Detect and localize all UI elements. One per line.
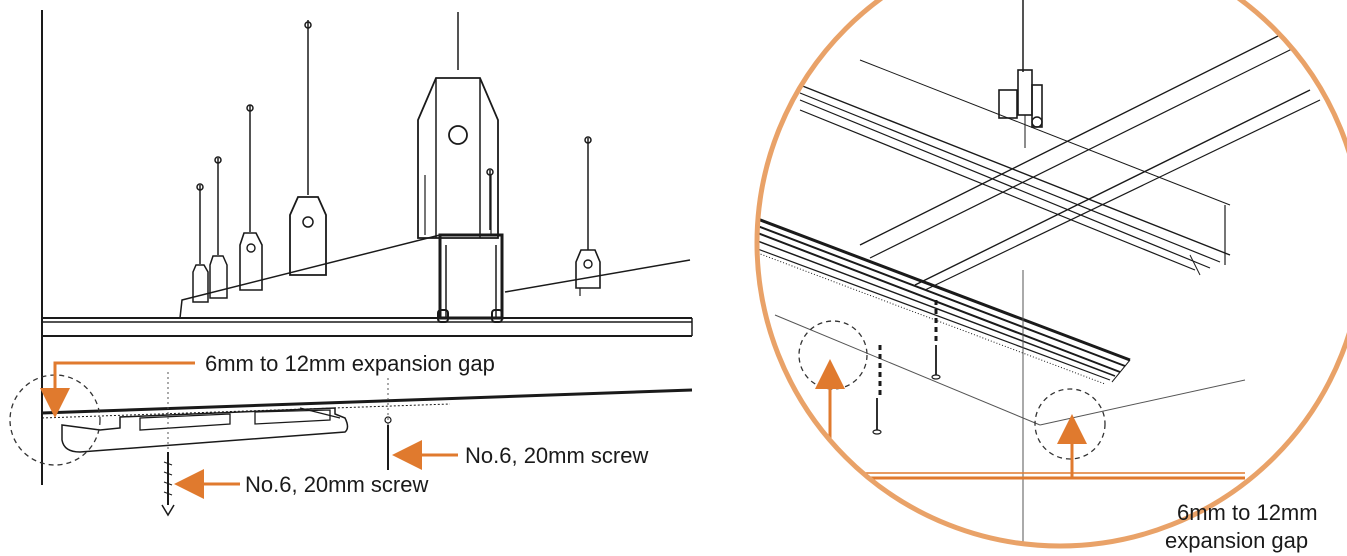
right-detail-view: 6mm to 12mm expansion gap bbox=[754, 0, 1347, 553]
screw-right bbox=[384, 378, 392, 470]
ceiling-board bbox=[42, 317, 693, 337]
hanger-clip bbox=[998, 0, 1043, 148]
hanger-small-1 bbox=[239, 104, 263, 291]
board-profile bbox=[41, 388, 693, 453]
cross-tee bbox=[859, 29, 1321, 291]
screw-right-label: No.6, 20mm screw bbox=[465, 443, 648, 468]
main-runner bbox=[799, 59, 1231, 276]
screw-left bbox=[872, 345, 882, 435]
gap-marker-right bbox=[1034, 388, 1106, 460]
screw-center bbox=[931, 300, 941, 380]
left-gap-label: 6mm to 12mm expansion gap bbox=[205, 351, 495, 376]
hanger-small-2 bbox=[209, 156, 228, 299]
gap-marker-left bbox=[798, 320, 868, 390]
edge-trim bbox=[757, 216, 1131, 385]
hanger-small-3 bbox=[192, 183, 209, 303]
furring-channel bbox=[179, 233, 691, 323]
screw-bottom bbox=[161, 372, 175, 517]
hanger-medium bbox=[289, 20, 327, 276]
screw-bottom-label: No.6, 20mm screw bbox=[245, 472, 428, 497]
hanger-large bbox=[417, 12, 499, 239]
gap-arrow bbox=[40, 361, 195, 418]
left-section-view: 6mm to 12mm expansion gap No.6, 20mm scr… bbox=[9, 10, 693, 517]
right-gap-label-line1: 6mm to 12mm bbox=[1177, 500, 1318, 525]
right-gap-label-line2: expansion gap bbox=[1165, 528, 1308, 553]
right-gap-arrow bbox=[815, 359, 1245, 480]
zoom-circle bbox=[754, 0, 1347, 549]
hanger-right bbox=[575, 136, 601, 296]
hanger-mid bbox=[486, 168, 494, 230]
